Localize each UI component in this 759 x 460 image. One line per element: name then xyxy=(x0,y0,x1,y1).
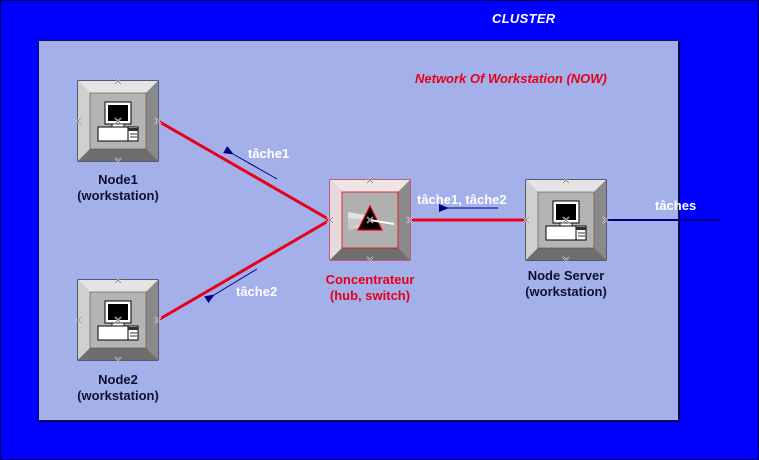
server-role: (workstation) xyxy=(525,284,607,299)
server-label: Node Server (workstation) xyxy=(506,268,626,300)
node2-role: (workstation) xyxy=(77,388,159,403)
node2-name: Node2 xyxy=(98,372,138,387)
flow-arrow-tache1 xyxy=(223,146,278,180)
hub-box[interactable] xyxy=(326,176,414,264)
hub-switch-icon xyxy=(348,204,395,231)
hub-label: Concentrateur (hub, switch) xyxy=(310,272,430,304)
link-hub-node2 xyxy=(157,218,331,322)
flow-label-tache12: tâche1, tâche2 xyxy=(417,192,507,207)
node1-label: Node1 (workstation) xyxy=(58,172,178,204)
cluster-title: CLUSTER xyxy=(492,11,556,26)
flow-label-tache1: tâche1 xyxy=(248,146,290,161)
hub-name: Concentrateur xyxy=(325,272,415,287)
flow-label-tache2: tâche2 xyxy=(236,284,278,299)
hub-role: (hub, switch) xyxy=(329,288,411,303)
node1-name: Node1 xyxy=(98,172,138,187)
flow-arrow-tache2 xyxy=(204,268,258,304)
node2-label: Node2 (workstation) xyxy=(58,372,178,404)
node2-box[interactable] xyxy=(74,276,162,364)
node1-box[interactable] xyxy=(74,77,162,165)
server-box[interactable] xyxy=(522,176,610,264)
node1-role: (workstation) xyxy=(77,188,159,203)
link-hub-node1 xyxy=(157,119,331,222)
now-title: Network Of Workstation (NOW) xyxy=(415,71,607,86)
server-name: Node Server xyxy=(527,268,605,283)
flow-label-taches: tâches xyxy=(655,198,697,213)
